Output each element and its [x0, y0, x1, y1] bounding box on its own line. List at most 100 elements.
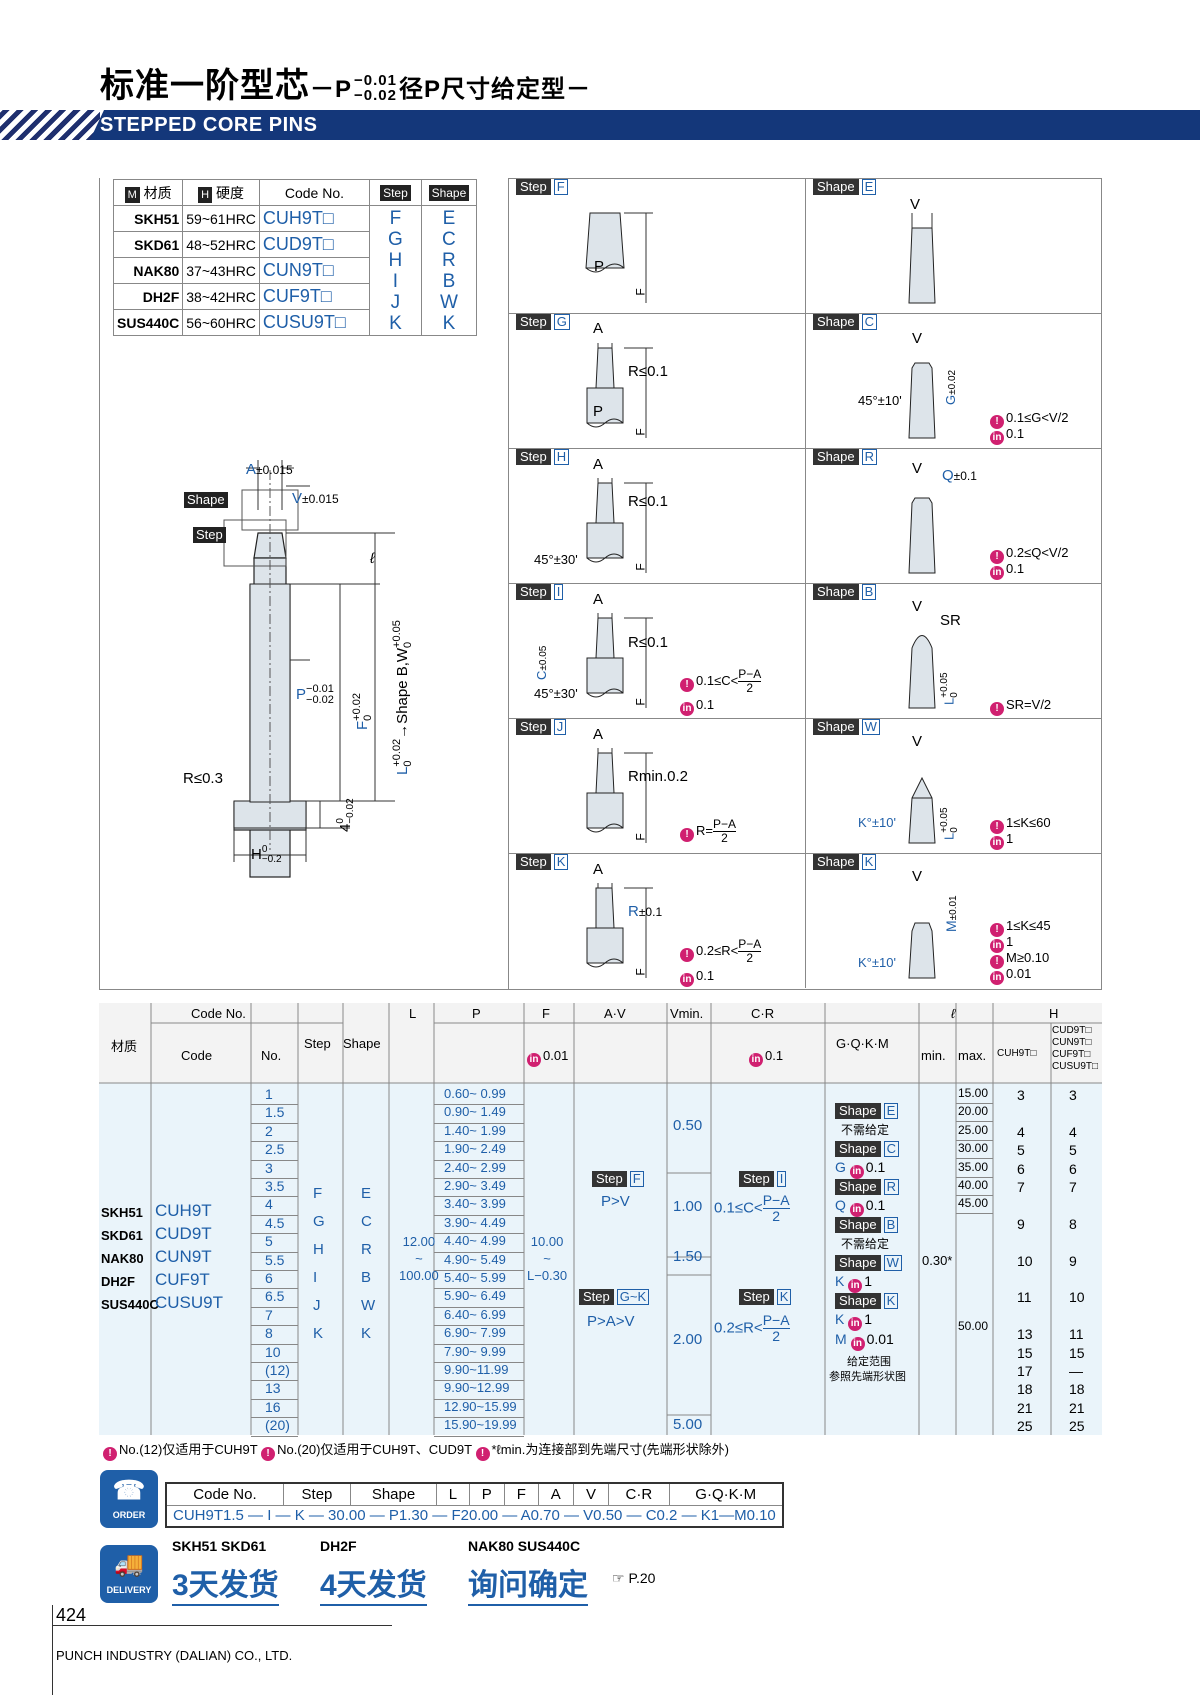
- cell-note: !1≤K≤45: [990, 918, 1051, 937]
- order-header-cell: P: [468, 1482, 505, 1506]
- v-label: V: [910, 196, 921, 213]
- row-p: 2.90~ 3.49: [444, 1178, 506, 1193]
- mat-header-shape: Shape: [420, 179, 477, 206]
- row-code: CUN9T: [155, 1247, 212, 1266]
- sr-label: SR: [940, 612, 961, 629]
- row-h1: 9: [1017, 1215, 1025, 1232]
- row-p: 5.90~ 6.49: [444, 1288, 506, 1304]
- cell-step-h: [508, 448, 805, 583]
- a-label: A: [593, 861, 604, 878]
- drawing-frame: [99, 178, 1102, 990]
- mat-header-code: Code No.: [258, 179, 370, 206]
- header-h1: CUH9T□: [997, 1048, 1037, 1059]
- row-no: 1.5: [265, 1104, 285, 1121]
- spec-grid-lines: [99, 1003, 1102, 1435]
- header-step: Step: [304, 1036, 331, 1051]
- l-range: 12.00~100.00: [399, 1234, 439, 1283]
- row-material: SKH51: [101, 1205, 143, 1220]
- ell-max: 20.00: [958, 1104, 989, 1119]
- row-h2: 6: [1069, 1160, 1077, 1177]
- c-dim: C±0.05: [534, 645, 549, 680]
- row-code: CUSU9T: [155, 1293, 224, 1312]
- shape-pin-icon: [908, 635, 936, 709]
- f-range: 10.00~L−0.30: [527, 1234, 568, 1283]
- row-h1: 11: [1017, 1289, 1032, 1306]
- r-label: R≤0.1: [628, 634, 668, 651]
- row-h2: 18: [1069, 1381, 1085, 1398]
- row-p: 4.90~ 5.49: [444, 1251, 506, 1267]
- row-h2: 4: [1069, 1123, 1077, 1140]
- ell-max: 25.00: [958, 1122, 989, 1137]
- av-cond1: P>V: [601, 1193, 630, 1210]
- cell-note: !1≤K≤60: [990, 815, 1051, 834]
- row-p: 6.90~ 7.99: [444, 1325, 506, 1341]
- f-label: F: [633, 698, 648, 706]
- main-h-dim: H0−0.2: [251, 844, 282, 865]
- a-label: A: [593, 726, 604, 743]
- row-no: 4.5: [265, 1214, 285, 1231]
- page-number: 424: [56, 1605, 87, 1625]
- v-label: V: [912, 868, 923, 885]
- order-header-cell: Code No.: [165, 1482, 284, 1506]
- row-h2: 21: [1069, 1399, 1085, 1416]
- ang-label: 45°±30': [534, 552, 578, 567]
- ell-max: 30.00: [958, 1141, 989, 1156]
- delivery-group1-days: 3天发货: [172, 1560, 279, 1606]
- cell-shape-e: [805, 178, 1102, 313]
- row-vmin: 1.00: [673, 1198, 703, 1215]
- header-h: H: [1049, 1006, 1059, 1021]
- title-band: [90, 110, 1200, 140]
- header-cr: C·R: [751, 1006, 775, 1021]
- row-h2: 25: [1069, 1418, 1085, 1435]
- header-ell: ℓ: [951, 1006, 956, 1021]
- cell-step-i: [508, 583, 805, 718]
- row-h2: 15: [1069, 1344, 1085, 1361]
- r-label: R≤0.1: [628, 363, 668, 380]
- f-label: F: [633, 968, 648, 976]
- cell-step-g: [508, 313, 805, 448]
- row-code: CUH9T: [155, 1201, 212, 1220]
- order-icon: ☎ORDER: [100, 1470, 158, 1528]
- gqkm-text: 不需给定: [841, 1237, 890, 1251]
- v-label: V: [912, 598, 923, 615]
- row-p: 5.40~ 5.99: [444, 1270, 506, 1285]
- row-material: SUS440C: [101, 1297, 159, 1312]
- header-max: max.: [958, 1048, 987, 1063]
- ell-min: 0.30*: [922, 1253, 953, 1268]
- f-label: F: [633, 833, 648, 841]
- order-header-cell: L: [436, 1482, 470, 1506]
- row-no: 3.5: [265, 1178, 285, 1194]
- step-pin-icon: [586, 613, 653, 708]
- row-h1: 6: [1017, 1160, 1025, 1177]
- main-r-label: R≤0.3: [183, 770, 223, 787]
- header-vmin: Vmin.: [670, 1006, 704, 1021]
- cell-note: !0.1≤G<V/2: [990, 410, 1068, 429]
- delivery-ref-link[interactable]: ☞ P.20: [612, 1570, 656, 1586]
- k-angle: K°±10': [858, 815, 896, 830]
- gqkm-text: 不需给定: [841, 1123, 890, 1137]
- q-dim: Q±0.1: [942, 467, 977, 484]
- row-material: NAK80: [101, 1251, 144, 1266]
- row-no: 16: [265, 1398, 281, 1415]
- row-no: 5: [265, 1233, 273, 1250]
- f-label: F: [633, 428, 648, 436]
- delivery-group3-materials: NAK80 SUS440C: [468, 1538, 581, 1554]
- row-p: 0.60~ 0.99: [444, 1086, 506, 1101]
